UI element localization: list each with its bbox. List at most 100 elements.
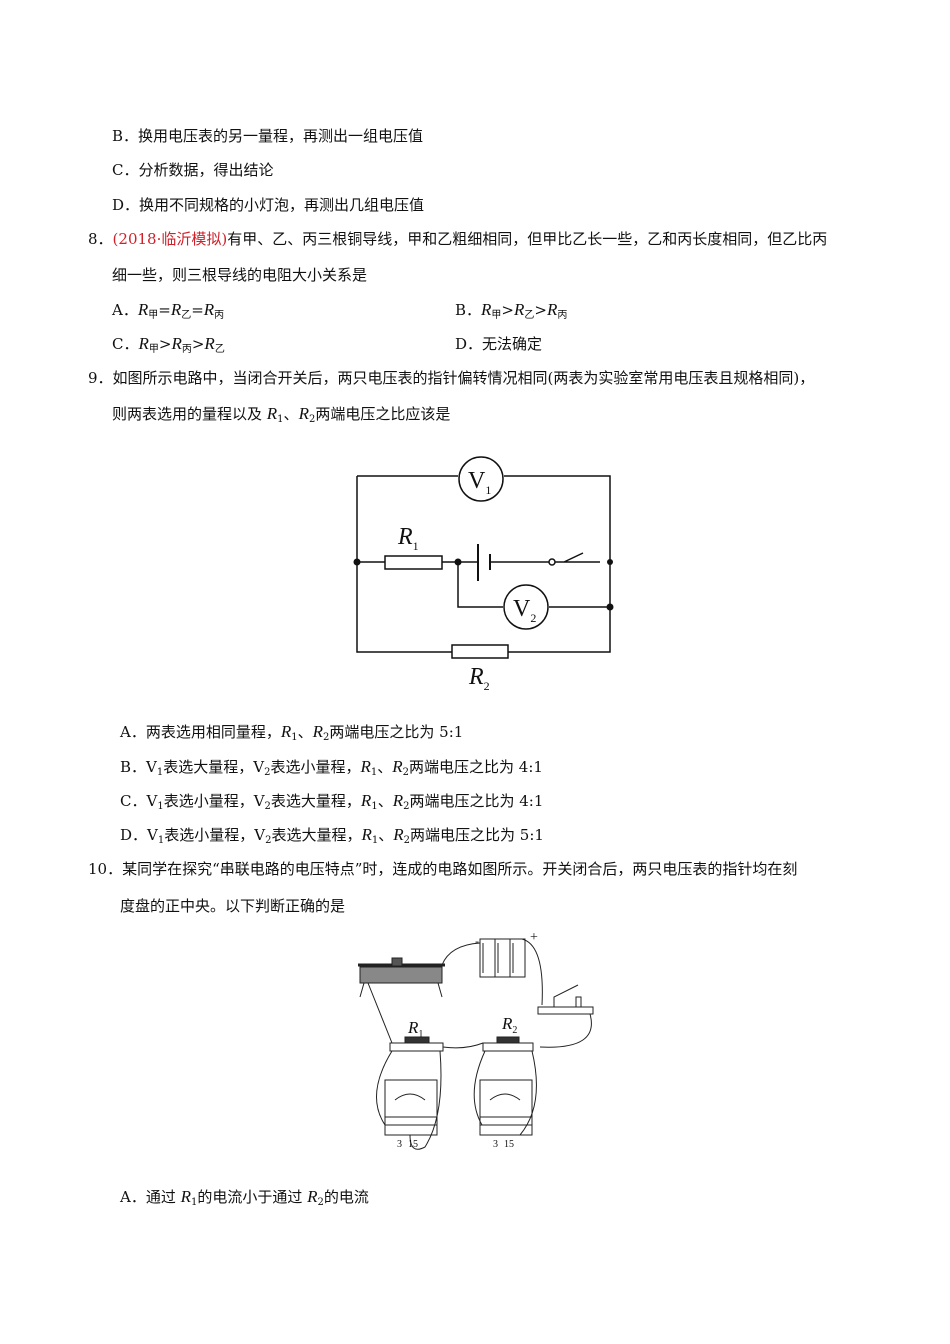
- text-segment: 1: [156, 767, 164, 778]
- plus-terminal-label: +: [530, 930, 538, 945]
- text-segment: 1: [191, 1197, 198, 1208]
- photo-r2-label: R2: [501, 1014, 517, 1036]
- text-segment: 的电流小于通过: [197, 1188, 308, 1206]
- text-segment: R: [280, 722, 292, 741]
- text-segment: 2: [308, 414, 316, 425]
- q9-stem-2: 则两表选用的量程以及 R1、R2两端电压之比应该是: [112, 404, 450, 430]
- text-segment: 2: [323, 732, 330, 743]
- text-segment: 1: [157, 835, 165, 846]
- text-segment: D．无法确定: [455, 335, 543, 353]
- text-segment: 表选小量程，: [270, 758, 361, 776]
- question-source: (2018·临沂模拟): [112, 230, 228, 248]
- q9-option-b: B．V1表选大量程，V2表选小量程，R1、R2两端电压之比为 4:1: [120, 757, 543, 783]
- text-segment: 、: [283, 405, 299, 423]
- text-segment: R: [204, 334, 215, 353]
- circuit-diagram: V1 V2 R1 R2: [353, 456, 614, 693]
- text-segment: 1: [371, 801, 378, 812]
- text-segment: 2: [264, 801, 271, 812]
- battery-icon: [477, 544, 491, 581]
- text-segment: 1: [291, 732, 298, 743]
- text-segment: 丙: [214, 310, 225, 321]
- text-segment: 表选大量程，V: [163, 758, 265, 776]
- text-segment: 两端电压之比为 4:1: [409, 758, 543, 776]
- text-segment: D．换用不同规格的小灯泡，再测出几组电压值: [112, 196, 425, 214]
- text-segment: R: [481, 300, 492, 319]
- text-segment: 细一些，则三根导线的电阻大小关系是: [112, 266, 368, 284]
- text-segment: B．V: [120, 758, 157, 776]
- text-segment: R: [312, 722, 324, 741]
- text-segment: 2: [403, 835, 411, 846]
- q7-option-d: D．换用不同规格的小灯泡，再测出几组电压值: [112, 195, 424, 215]
- text-segment: 10．某同学在探究“串联电路的电压特点”时，连成的电路如图所示。开关闭合后，两只…: [88, 860, 798, 878]
- text-segment: R: [138, 334, 149, 353]
- text-segment: 表选小量程，V: [164, 826, 266, 844]
- text-segment: A．两表选用相同量程，: [120, 723, 281, 741]
- text-segment: R: [360, 757, 371, 776]
- text-segment: R: [393, 825, 404, 844]
- text-segment: =: [191, 301, 204, 319]
- q8-option-b: B．R甲>R乙>R丙: [455, 300, 567, 326]
- q9-option-d: D．V1表选小量程，V2表选大量程，R1、R2两端电压之比为 5:1: [120, 825, 544, 851]
- text-segment: R: [170, 300, 182, 319]
- q7-option-b: B．换用电压表的另一量程，再测出一组电压值: [112, 126, 423, 146]
- text-segment: 两端电压之比为 5:1: [329, 723, 464, 741]
- text-segment: 2: [317, 1197, 324, 1208]
- q8-option-c: C．R甲>R丙>R乙: [112, 334, 225, 360]
- text-segment: 甲: [491, 310, 502, 321]
- text-segment: R: [137, 300, 149, 319]
- v1-label: V1: [468, 468, 491, 497]
- text-segment: 、: [377, 792, 393, 810]
- text-segment: R: [392, 791, 404, 810]
- resistor-r1-block: [389, 1036, 444, 1052]
- text-segment: 1: [370, 767, 378, 778]
- text-segment: 丙: [181, 344, 192, 355]
- text-segment: >: [158, 335, 172, 353]
- text-segment: >: [501, 301, 514, 319]
- text-segment: D．V: [120, 826, 158, 844]
- text-segment: 有甲、乙、丙三根铜导线，甲和乙粗细相同，但甲比乙长一些，乙和丙长度相同，但乙比丙: [227, 230, 828, 248]
- text-segment: 、: [297, 723, 313, 741]
- q8-stem-1: 8．(2018·临沂模拟)有甲、乙、丙三根铜导线，甲和乙粗细相同，但甲比乙长一些…: [88, 229, 827, 249]
- text-segment: 两端电压之比为 5:1: [410, 826, 544, 844]
- text-segment: 则两表选用的量程以及: [112, 405, 267, 423]
- text-segment: 9．如图所示电路中，当闭合开关后，两只电压表的指针偏转情况相同(两表为实验室常用…: [88, 369, 815, 387]
- text-segment: C．V: [120, 792, 158, 810]
- voltmeter-v2: [503, 584, 549, 630]
- q10-option-a: A．通过 R1的电流小于通过 R2的电流: [120, 1187, 369, 1213]
- text-segment: B．: [455, 301, 482, 319]
- text-segment: 1: [157, 801, 164, 812]
- meter1-scale-15: 15: [408, 1139, 418, 1150]
- text-segment: 两端电压之比应该是: [315, 405, 451, 423]
- q8-option-a: A．R甲=R乙=R丙: [112, 300, 224, 326]
- text-segment: 度盘的正中央。以下判断正确的是: [120, 897, 346, 915]
- q7-option-c: C．分析数据，得出结论: [112, 160, 273, 180]
- rheostat-icon: [358, 957, 445, 998]
- text-segment: C．分析数据，得出结论: [112, 161, 274, 179]
- circuit-wire-outer: [356, 475, 611, 653]
- text-segment: 表选大量程，: [270, 792, 361, 810]
- text-segment: R: [298, 404, 309, 423]
- meter2-scale-3: 3: [493, 1139, 498, 1150]
- text-segment: 乙: [181, 310, 192, 321]
- q9-option-a: A．两表选用相同量程，R1、R2两端电压之比为 5:1: [120, 722, 463, 748]
- text-segment: 表选大量程，: [271, 826, 362, 844]
- q9-option-c: C．V1表选小量程，V2表选大量程，R1、R2两端电压之比为 4:1: [120, 791, 543, 817]
- text-segment: 表选小量程，V: [163, 792, 265, 810]
- text-segment: R: [546, 300, 558, 319]
- text-segment: >: [534, 301, 547, 319]
- circuit-wire-v2: [457, 562, 610, 608]
- minus-terminal-label: -: [475, 934, 479, 948]
- voltmeter-v1: [458, 456, 504, 502]
- knife-switch-icon: [537, 984, 594, 1015]
- text-segment: C．: [112, 335, 139, 353]
- text-segment: R: [360, 791, 372, 810]
- text-segment: 的电流: [323, 1188, 369, 1206]
- q10-stem-2: 度盘的正中央。以下判断正确的是: [120, 896, 345, 916]
- text-segment: >: [191, 335, 205, 353]
- v2-label: V2: [513, 596, 536, 625]
- text-segment: A．通过: [120, 1188, 181, 1206]
- text-segment: 2: [402, 767, 410, 778]
- text-segment: 丙: [557, 310, 568, 321]
- text-segment: 乙: [214, 344, 225, 355]
